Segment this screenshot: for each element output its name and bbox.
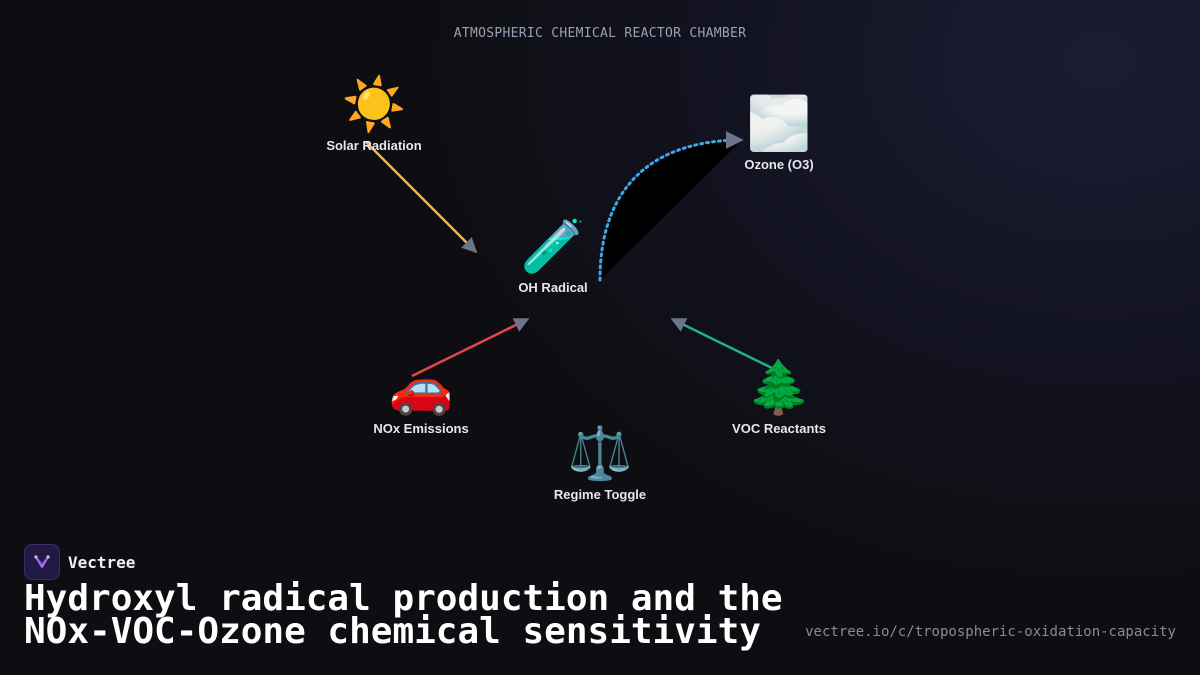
node-label: VOC Reactants <box>732 421 826 436</box>
node-label: OH Radical <box>518 280 588 295</box>
sun-icon: ☀️ <box>341 76 407 134</box>
node-oh-radical[interactable]: 🧪 OH Radical <box>473 218 633 295</box>
node-voc-reactants[interactable]: 🌲 VOC Reactants <box>699 359 859 436</box>
tree-icon: 🌲 <box>746 359 812 417</box>
brand[interactable]: Vectree <box>24 544 135 580</box>
oh-to-ozone-link <box>598 131 744 282</box>
car-icon: 🚗 <box>388 359 454 417</box>
oh-to-ozone-fill <box>600 140 742 280</box>
cloud-icon: 🌫️ <box>746 95 812 153</box>
vectree-logo-icon <box>24 544 60 580</box>
title-line-2: NOx-VOC-Ozone chemical sensitivity <box>24 611 761 652</box>
balance-scale-icon: ⚖️ <box>567 425 633 483</box>
node-label: Solar Radiation <box>326 138 422 153</box>
node-label: NOx Emissions <box>373 421 469 436</box>
page-title: Hydroxyl radical production and the NOx-… <box>24 578 804 652</box>
title-line-1: Hydroxyl radical production and the <box>24 578 783 619</box>
node-regime-toggle[interactable]: ⚖️ Regime Toggle <box>520 425 680 502</box>
chamber-title: ATMOSPHERIC CHEMICAL REACTOR CHAMBER <box>453 26 747 41</box>
test-tube-icon: 🧪 <box>520 218 586 276</box>
source-url[interactable]: vectree.io/c/tropospheric-oxidation-capa… <box>805 624 1176 640</box>
nox-to-oh-link <box>411 317 530 378</box>
node-nox-emissions[interactable]: 🚗 NOx Emissions <box>341 359 501 436</box>
node-label: Regime Toggle <box>553 487 647 502</box>
voc-to-oh-link <box>670 317 773 370</box>
solar-to-oh-link <box>365 141 478 254</box>
node-label: Ozone (O3) <box>744 157 814 172</box>
node-ozone[interactable]: 🌫️ Ozone (O3) <box>699 95 859 172</box>
node-solar-radiation[interactable]: ☀️ Solar Radiation <box>294 76 454 153</box>
brand-name: Vectree <box>68 552 136 572</box>
